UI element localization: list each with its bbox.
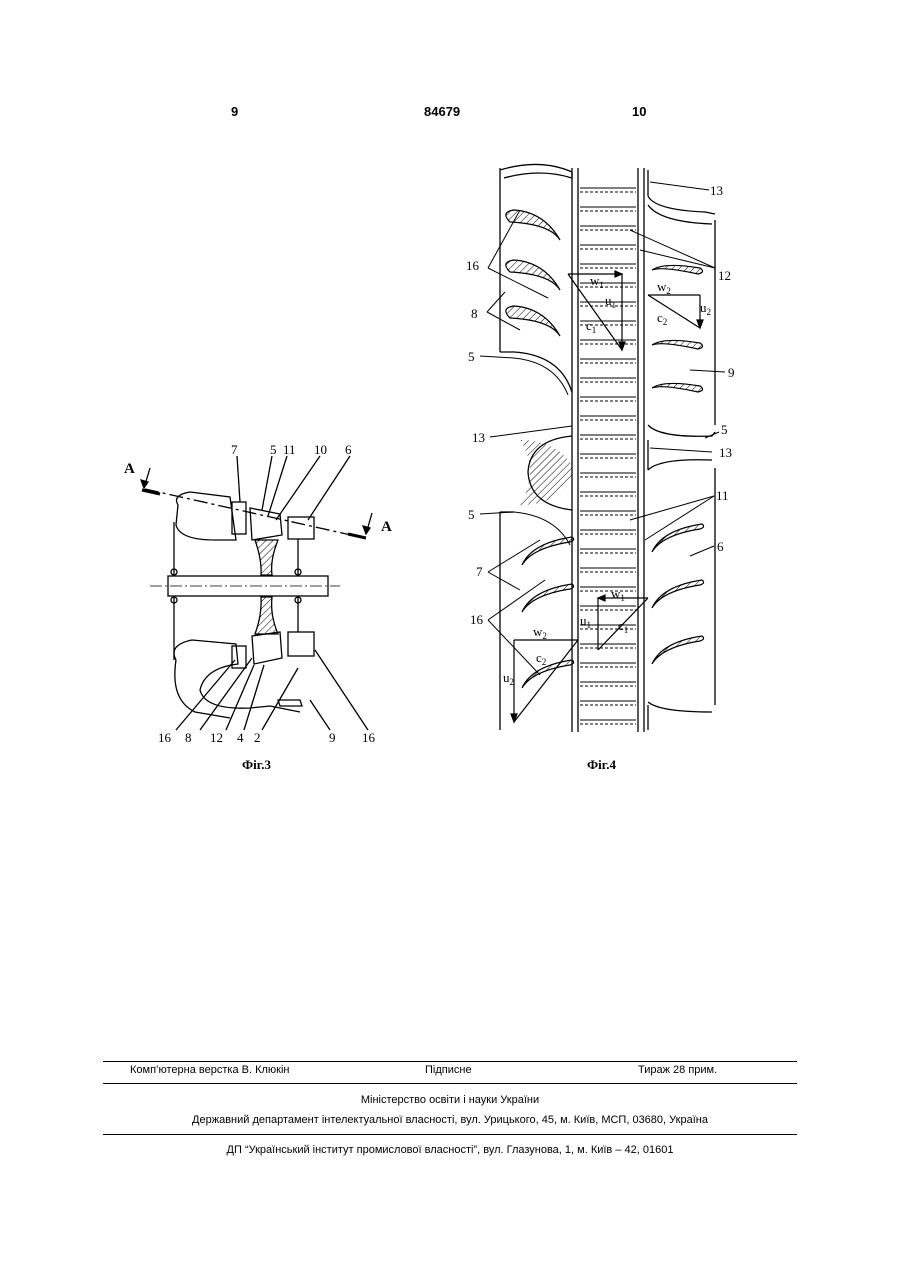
figure-4-leaders <box>480 182 725 675</box>
vector-u2: u2 <box>700 300 711 317</box>
fig4-label: 16 <box>470 612 484 627</box>
figure-3-drawing <box>141 456 372 730</box>
vector-w2: w2 <box>657 279 671 296</box>
footer-rule-bottom <box>103 1134 797 1135</box>
footer-rule-top <box>103 1061 797 1062</box>
vector-u1: u1 <box>580 613 591 630</box>
vector-c2: c2 <box>657 310 667 327</box>
fig4-label: 6 <box>717 539 724 554</box>
fig3-label: 6 <box>345 442 352 457</box>
fig3-label: 16 <box>158 730 172 745</box>
fig4-label: 5 <box>468 507 475 522</box>
fig4-label: 8 <box>471 306 478 321</box>
blade-profile <box>652 524 704 552</box>
fig3-label: 7 <box>231 442 238 457</box>
blade-profile <box>506 306 560 336</box>
figure-3-caption: Фіг.3 <box>242 757 271 773</box>
footer-signed: Підписне <box>425 1064 472 1076</box>
footer-typesetter: Комп’ютерна верстка В. Клюкін <box>130 1064 289 1076</box>
footer-circulation: Тираж 28 прим. <box>638 1064 717 1076</box>
fig3-label: 5 <box>270 442 277 457</box>
fig4-label: 12 <box>718 268 731 283</box>
footer-rule-middle <box>103 1083 797 1084</box>
vector-w1: w1 <box>611 586 625 603</box>
fig3-label: 12 <box>210 730 223 745</box>
fig3-label: 4 <box>237 730 244 745</box>
fig4-label: 5 <box>468 349 475 364</box>
fig3-label: 2 <box>254 730 261 745</box>
fig4-label: 5 <box>721 422 728 437</box>
vector-u2: u2 <box>503 670 514 687</box>
fig4-label: 9 <box>728 365 735 380</box>
fig4-label: 13 <box>472 430 485 445</box>
rotor-rungs <box>580 188 636 724</box>
vector-w1: w1 <box>590 273 604 290</box>
vector-c2: c2 <box>536 650 546 667</box>
fig3-label: 10 <box>314 442 327 457</box>
blade-profile <box>522 584 574 612</box>
blade-profile <box>506 260 560 290</box>
footer-department: Державний департамент інтелектуальної вл… <box>103 1114 797 1126</box>
fig4-label: 11 <box>716 488 729 503</box>
fig3-label: 16 <box>362 730 376 745</box>
vector-w2: w2 <box>533 624 547 641</box>
fig4-label: 16 <box>466 258 480 273</box>
blade-profile <box>652 636 704 664</box>
blade-profile <box>652 340 703 349</box>
footer-ministry: Міністерство освіти і науки України <box>103 1094 797 1106</box>
fig3-label: 9 <box>329 730 336 745</box>
blade-profile <box>652 383 703 392</box>
fig3-label: 11 <box>283 442 296 457</box>
blade-profile <box>506 210 560 240</box>
fig4-label: 13 <box>719 445 732 460</box>
fig3-label: 8 <box>185 730 192 745</box>
footer-institute: ДП “Український інститут промислової вла… <box>103 1144 797 1156</box>
figure-4-caption: Фіг.4 <box>587 757 616 773</box>
blade-profile <box>652 580 704 608</box>
fig3-section-letter-left: A <box>124 461 135 477</box>
blade-profile <box>522 537 574 565</box>
fig3-section-letter-right: A <box>381 519 392 535</box>
vector-u1: u1 <box>605 293 616 310</box>
figure-4-drawing <box>500 164 715 732</box>
fig4-label: 7 <box>476 564 483 579</box>
blade-profile <box>652 265 703 274</box>
fig4-label: 13 <box>710 183 723 198</box>
